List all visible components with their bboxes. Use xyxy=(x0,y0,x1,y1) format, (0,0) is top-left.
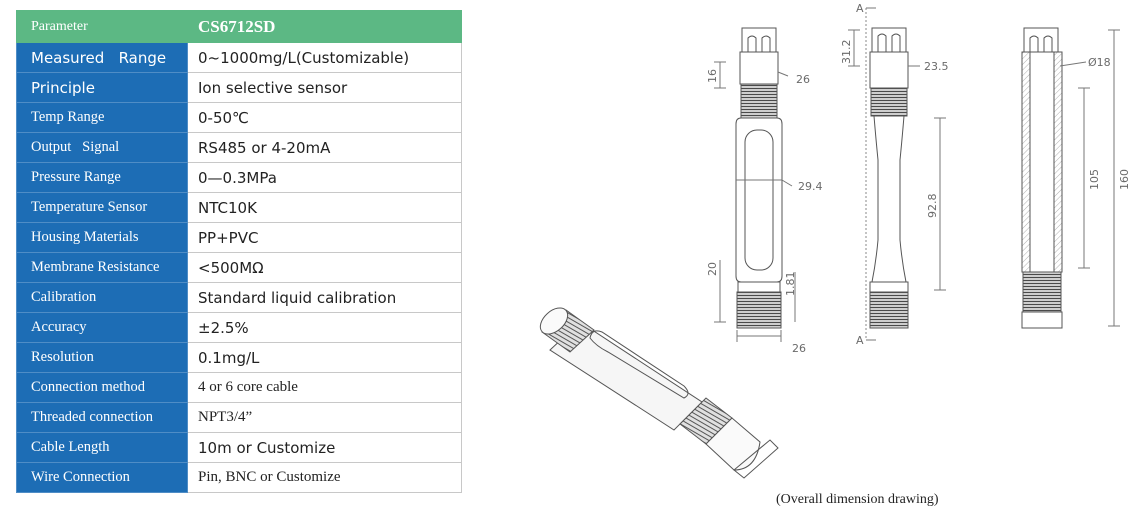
parameter-label: Measured Range xyxy=(16,42,188,73)
parameter-value: ±2.5% xyxy=(187,312,462,343)
header-model: CS6712SD xyxy=(187,10,462,43)
parameter-value: 0-50℃ xyxy=(187,102,462,133)
parameter-value: 4 or 6 core cable xyxy=(187,372,462,403)
parameter-value: RS485 or 4-20mA xyxy=(187,132,462,163)
dim-105: 105 xyxy=(1088,169,1101,190)
parameter-value: 0~1000mg/L(Customizable) xyxy=(187,42,462,73)
parameter-label: Principle xyxy=(16,72,188,103)
perspective-view xyxy=(539,307,779,479)
parameter-value: 0.1mg/L xyxy=(187,342,462,373)
dim-1-81: 1.81 xyxy=(784,272,797,297)
parameter-label: Resolution xyxy=(16,342,188,373)
table-row: Membrane Resistance<500MΩ xyxy=(16,252,462,283)
parameter-label: Pressure Range xyxy=(16,162,188,193)
parameter-value: 10m or Customize xyxy=(187,432,462,463)
dim-26-bottom: 26 xyxy=(792,342,806,355)
parameter-value: NTC10K xyxy=(187,192,462,223)
dim-92-8: 92.8 xyxy=(926,194,939,219)
parameter-value: <500MΩ xyxy=(187,252,462,283)
dim-31-2: 31.2 xyxy=(840,40,853,65)
dim-20: 20 xyxy=(706,262,719,276)
dim-16: 16 xyxy=(706,69,719,83)
drawing-caption: (Overall dimension drawing) xyxy=(776,492,939,507)
parameter-label: Membrane Resistance xyxy=(16,252,188,283)
section-view xyxy=(1021,27,1120,329)
parameter-value: Ion selective sensor xyxy=(187,72,462,103)
dim-23-5: 23.5 xyxy=(924,60,949,73)
parameter-label: Calibration xyxy=(16,282,188,313)
parameter-value: 0—0.3MPa xyxy=(187,162,462,193)
section-marker-a-top: A xyxy=(856,2,864,15)
front-view xyxy=(714,27,796,342)
parameter-label: Temperature Sensor xyxy=(16,192,188,223)
table-row: Accuracy±2.5% xyxy=(16,312,462,343)
parameter-value: PP+PVC xyxy=(187,222,462,253)
side-view xyxy=(848,7,946,341)
parameter-value: Standard liquid calibration xyxy=(187,282,462,313)
parameter-label: Output Signal xyxy=(16,132,188,163)
parameter-label: Temp Range xyxy=(16,102,188,133)
dim-29-4: 29.4 xyxy=(798,180,823,193)
parameter-label: Housing Materials xyxy=(16,222,188,253)
parameter-label: Accuracy xyxy=(16,312,188,343)
dim-160: 160 xyxy=(1118,169,1131,190)
parameter-label: Cable Length xyxy=(16,432,188,463)
table-header-row: Parameter CS6712SD xyxy=(16,10,462,43)
header-parameter: Parameter xyxy=(16,10,188,43)
parameter-label: Wire Connection xyxy=(16,462,188,493)
dim-26-top: 26 xyxy=(796,73,810,86)
section-marker-a-bottom: A xyxy=(856,334,864,347)
parameter-label: Connection method xyxy=(16,372,188,403)
parameter-value: NPT3/4” xyxy=(187,402,462,433)
dim-diameter-18: Ø18 xyxy=(1088,56,1111,69)
dimension-drawing: 16 26 29.4 20 1.81 26 31.2 23.5 92.8 A A… xyxy=(539,2,1131,479)
parameter-value: Pin, BNC or Customize xyxy=(187,462,462,493)
parameter-label: Threaded connection xyxy=(16,402,188,433)
